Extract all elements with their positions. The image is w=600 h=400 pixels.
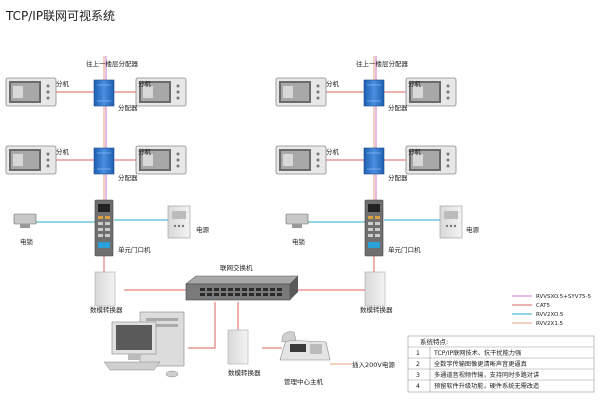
distributor-label-l1: 分配器 — [118, 103, 138, 112]
feature-text-1: TCP/IP联网技术、抗干扰能力强 — [433, 349, 521, 357]
extension-label-r1b: 分机 — [408, 79, 422, 88]
extension-label-r2a: 分机 — [326, 147, 340, 156]
unit-door-label-left: 单元门口机 — [118, 245, 151, 254]
distributor-label-r2: 分配器 — [388, 173, 408, 182]
feature-num-4: 4 — [416, 383, 420, 390]
lock-right — [285, 213, 309, 229]
extension-label-r2b: 分机 — [408, 147, 422, 156]
diagram-title: TCP/IP联网可视系统 — [5, 8, 115, 23]
monitor-left-1a — [5, 77, 57, 107]
legend-label-3: RVV2XO.5 — [536, 312, 564, 318]
distributor-right-1 — [363, 79, 385, 107]
feature-num-2: 2 — [416, 361, 420, 368]
distributor-left-1 — [93, 79, 115, 107]
distributor-label-r1: 分配器 — [388, 103, 408, 112]
feature-text-2: 全数字传输图像更清晰声音更逼真 — [434, 360, 527, 368]
converter-right — [364, 271, 386, 307]
lock-label-left: 电锁 — [20, 237, 34, 246]
converter-label-center: 数模转换器 — [228, 368, 261, 377]
switch-label: 联网交换机 — [220, 263, 253, 272]
upstairs-label-left: 往上一楼层分配器 — [86, 59, 139, 68]
extension-label-l1a: 分机 — [56, 79, 70, 88]
door-station-left — [94, 199, 114, 257]
converter-label-left: 数模转换器 — [90, 305, 123, 314]
feature-text-4: 预留软件升级功能，硬件系统无需改造 — [434, 382, 539, 390]
converter-label-right: 数模转换器 — [360, 305, 393, 314]
legend-label-2: CAT5 — [536, 303, 551, 309]
upstairs-label-right: 往上一楼层分配器 — [356, 59, 409, 68]
left-building: 往上一楼层分配器 分机 分机 分配器 分机 分机 分配器 电锁 电源 单元门口机… — [5, 56, 210, 314]
lock-left — [13, 213, 37, 229]
features-heading: 系统特点: — [420, 337, 448, 346]
distributor-label-l2: 分配器 — [118, 173, 138, 182]
power-left — [167, 205, 191, 239]
monitor-right-2a — [275, 145, 327, 175]
computer — [103, 311, 185, 378]
monitor-left-2a — [5, 145, 57, 175]
network-switch — [185, 275, 299, 301]
feature-num-1: 1 — [416, 350, 420, 357]
power-label-right: 电源 — [466, 225, 480, 234]
feature-text-3: 多通道音视频传输，支持同时多路对讲 — [434, 371, 539, 379]
extension-label-l2b: 分机 — [138, 147, 152, 156]
center-label: 管理中心主机 — [284, 377, 324, 386]
power-label-left: 电源 — [196, 225, 210, 234]
door-station-right — [364, 199, 384, 257]
power220-label: 插入200V电源 — [352, 360, 395, 369]
management-center-host — [279, 331, 331, 361]
extension-label-l1b: 分机 — [138, 79, 152, 88]
power-right — [439, 205, 463, 239]
central-network: 联网交换机 数模转换器 管理中心主机 插入200V电源 — [103, 263, 395, 386]
right-building: 往上一楼层分配器 分机 分机 分配器 分机 分机 分配器 电锁 电源 单元门口机… — [275, 56, 480, 314]
converter-center — [227, 329, 249, 365]
unit-door-label-right: 单元门口机 — [388, 245, 421, 254]
features-table: 系统特点: 1 TCP/IP联网技术、抗干扰能力强 2 全数字传输图像更清晰声音… — [407, 335, 595, 393]
lock-label-right: 电锁 — [292, 237, 306, 246]
legend: RVVSXO.5+SYV75-5 CAT5 RVV2XO.5 RVV2X1.5 — [512, 294, 592, 327]
distributor-right-2 — [363, 147, 385, 175]
distributor-left-2 — [93, 147, 115, 175]
feature-num-3: 3 — [416, 372, 420, 379]
extension-label-r1a: 分机 — [326, 79, 340, 88]
extension-label-l2a: 分机 — [56, 147, 70, 156]
converter-left — [94, 271, 116, 307]
legend-label-4: RVV2X1.5 — [536, 321, 564, 327]
monitor-right-1a — [275, 77, 327, 107]
legend-label-1: RVVSXO.5+SYV75-5 — [536, 294, 592, 300]
